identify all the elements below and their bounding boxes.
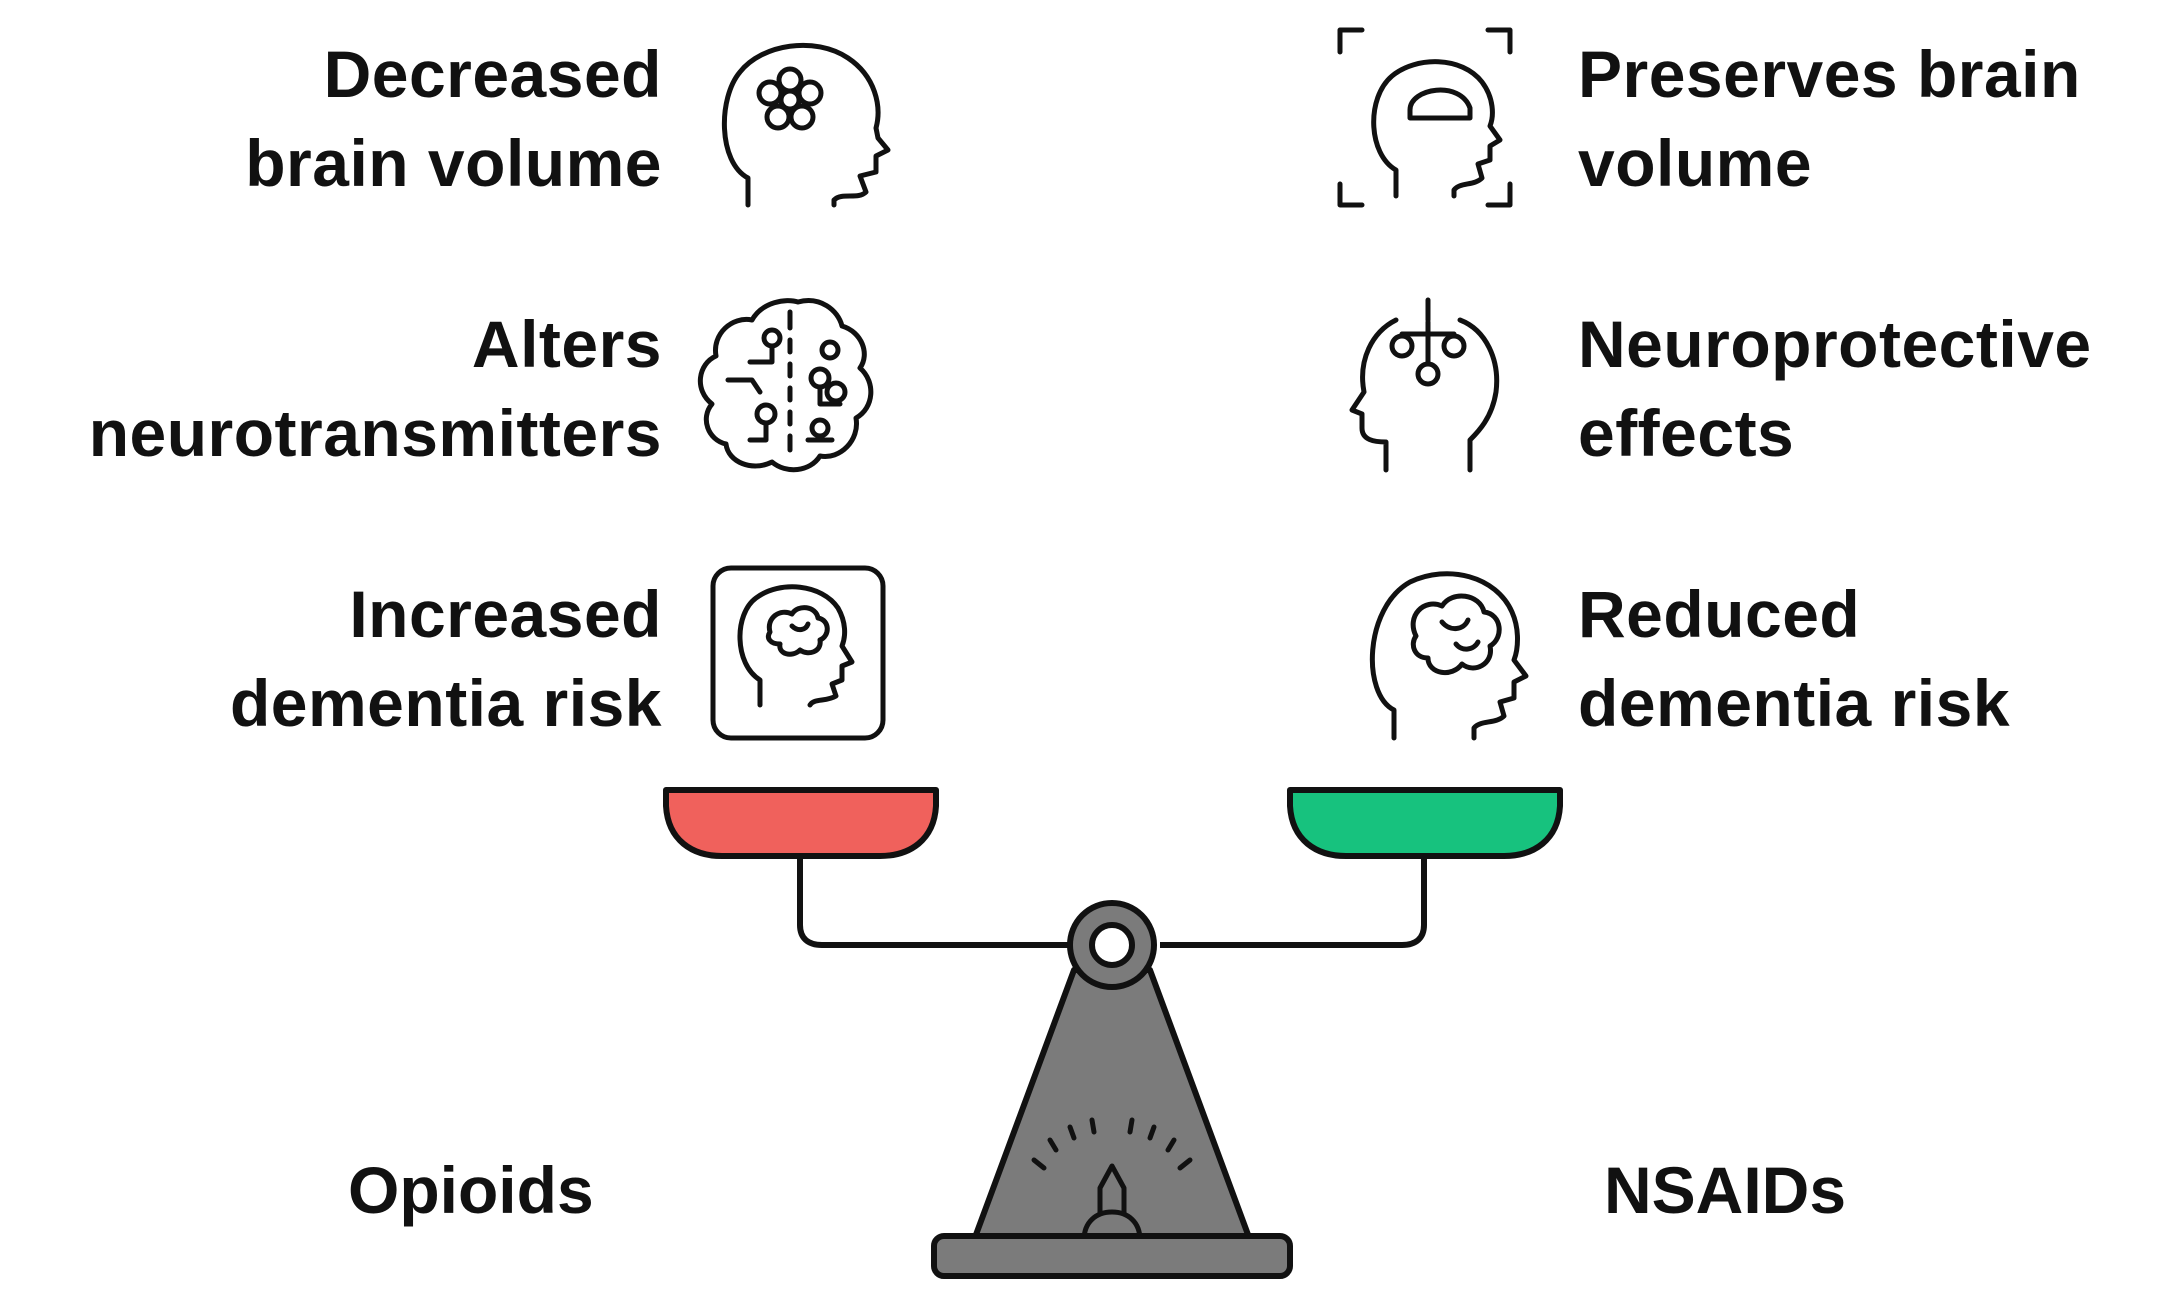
nsaids-label: NSAIDs (1604, 1153, 1847, 1227)
left-effect-2-line2: neurotransmitters (88, 396, 662, 470)
framed-brain-head-icon (710, 565, 886, 741)
balance-scale-icon (663, 787, 1563, 1279)
right-effect-3-line1: Reduced (1578, 577, 1861, 651)
brain-head-icon (1369, 571, 1529, 741)
brain-flower-head-icon (722, 42, 891, 208)
right-effect-1-line1: Preserves brain (1578, 37, 2081, 111)
left-effect-2-line1: Alters (471, 307, 662, 381)
left-effect-1-line1: Decreased (323, 37, 662, 111)
right-effect-1-label: Preserves brain volume (1578, 30, 2081, 208)
brain-scan-head-icon (1337, 27, 1513, 208)
left-effect-1-line2: brain volume (245, 126, 662, 200)
right-effect-3-line2: dementia risk (1578, 666, 2011, 740)
left-effect-3-label: Increased dementia risk (230, 570, 662, 748)
right-effect-2-line2: effects (1578, 396, 1795, 470)
left-effect-3-line2: dementia risk (229, 666, 662, 740)
right-effect-2-label: Neuroprotective effects (1578, 300, 2092, 478)
right-effect-1-line2: volume (1578, 126, 1813, 200)
neural-brain-icon (697, 298, 874, 473)
right-effect-2-line1: Neuroprotective (1578, 307, 2092, 381)
right-effect-3-label: Reduced dementia risk (1578, 570, 2010, 748)
left-effect-1-label: Decreased brain volume (245, 30, 662, 208)
head-balance-icon (1349, 297, 1500, 473)
left-effect-3-line1: Increased (349, 577, 662, 651)
left-effect-2-label: Alters neurotransmitters (89, 300, 662, 478)
opioids-label: Opioids (348, 1153, 594, 1227)
opioids-pan (663, 787, 939, 859)
nsaids-pan (1287, 787, 1563, 859)
